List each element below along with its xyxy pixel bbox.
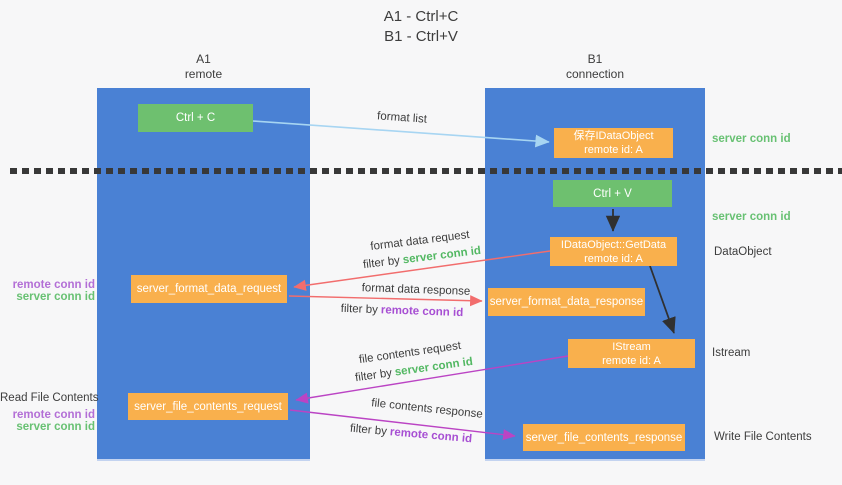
read-file-contents-annotation: Read File Contents	[0, 392, 99, 404]
lifeline-b1-header: B1 connection	[485, 52, 705, 83]
format-list-label: format list	[376, 110, 428, 126]
server-file-contents-request-box: server_file_contents_request	[128, 393, 288, 420]
server-file-contents-response-label: server_file_contents_response	[525, 431, 683, 444]
save-idataobject-remote-id: remote id: A	[584, 144, 643, 156]
dataobject-annotation: DataObject	[714, 246, 772, 258]
server-conn-id-annotation-left-2: server conn id	[16, 421, 95, 433]
format-data-response-label: format data response	[361, 282, 471, 298]
lifeline-a1-name: A1	[196, 52, 211, 66]
save-idataobject-title: 保存IDataObject	[573, 130, 654, 142]
ctrl-v-label: Ctrl + V	[593, 187, 632, 200]
remote-conn-id-annotation-2: remote conn id	[12, 409, 95, 421]
server-conn-id-annotation-mid: server conn id	[712, 211, 791, 223]
server-conn-id-annotation-top: server conn id	[712, 133, 791, 145]
left-conn-id-annotation-bottom: remote conn id server conn id	[0, 409, 95, 433]
istream-box: IStream remote id: A	[568, 339, 695, 368]
server-format-data-request-box: server_format_data_request	[131, 275, 287, 303]
lifeline-a1-sub: remote	[184, 67, 223, 81]
title-line-2: B1 - Ctrl+V	[384, 28, 458, 45]
machine-separator-dashed-line	[10, 168, 842, 174]
lifeline-b1-name: B1	[587, 52, 603, 66]
ctrl-v-box: Ctrl + V	[553, 180, 672, 207]
server-conn-id-highlight: server conn id	[402, 244, 482, 267]
istream-annotation: Istream	[712, 347, 751, 359]
filter-by-text: filter by	[349, 422, 388, 438]
getdata-remote-id: remote id: A	[584, 252, 643, 265]
filter-by-text: filter by	[340, 302, 379, 317]
filter-by-text: filter by	[354, 367, 393, 385]
lifeline-b1-sub: connection	[565, 67, 625, 81]
server-format-data-request-label: server_format_data_request	[136, 283, 282, 295]
server-file-contents-response-box: server_file_contents_response	[523, 424, 685, 451]
server-format-data-response-label: server_format_data_response	[489, 296, 644, 308]
write-file-contents-annotation: Write File Contents	[714, 431, 812, 443]
ctrl-c-box: Ctrl + C	[138, 104, 253, 132]
page-title: A1 - Ctrl+C B1 - Ctrl+V	[0, 7, 842, 47]
remote-conn-id-highlight: remote conn id	[389, 426, 473, 446]
remote-conn-id-annotation-1: remote conn id	[12, 279, 95, 291]
server-format-data-response-box: server_format_data_response	[488, 288, 645, 316]
idataobject-getdata-box: IDataObject::GetData remote id: A	[550, 237, 677, 266]
getdata-title: IDataObject::GetData	[560, 238, 667, 251]
server-conn-id-annotation-left-1: server conn id	[16, 291, 95, 303]
istream-title: IStream	[612, 340, 651, 353]
left-conn-id-annotation-top: remote conn id server conn id	[0, 279, 95, 303]
istream-remote-id: remote id: A	[602, 354, 661, 367]
lifeline-a1-header: A1 remote	[97, 52, 310, 83]
save-idataobject-box: 保存IDataObject remote id: A	[554, 128, 673, 158]
filter-by-text: filter by	[362, 254, 401, 272]
ctrl-c-label: Ctrl + C	[175, 112, 216, 124]
title-line-1: A1 - Ctrl+C	[383, 8, 459, 25]
remote-conn-id-highlight: remote conn id	[380, 304, 464, 320]
file-contents-response-label: file contents response	[370, 397, 484, 421]
server-file-contents-request-label: server_file_contents_request	[134, 400, 282, 413]
